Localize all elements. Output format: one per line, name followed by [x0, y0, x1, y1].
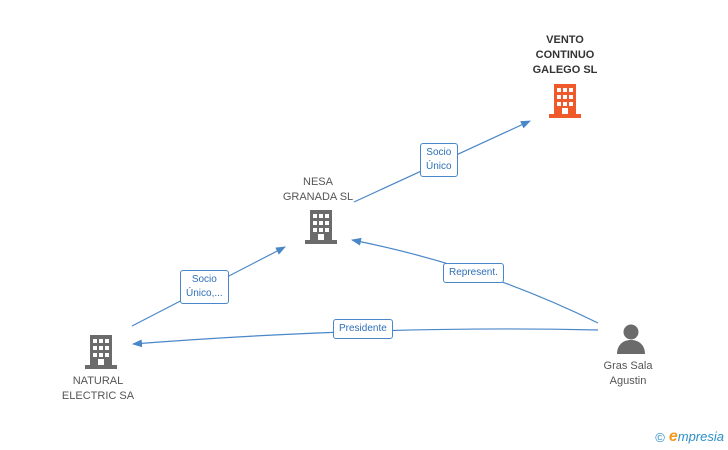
nesa-label[interactable]: NESA GRANADA SL	[282, 176, 354, 203]
gras-label[interactable]: Gras Sala Agustin	[603, 360, 653, 387]
edge-label-represent[interactable]: Represent.	[443, 263, 504, 283]
brand-name: mpresia	[677, 429, 724, 444]
copyright-symbol: ©	[655, 429, 665, 445]
building-icon[interactable]	[305, 210, 337, 244]
edge-label-presidente[interactable]: Presidente	[333, 319, 393, 339]
edge-label-socio-unico-2[interactable]: Socio Único,...	[180, 270, 229, 304]
building-icon[interactable]	[85, 335, 117, 369]
vento-label[interactable]: VENTO CONTINUO GALEGO SL	[532, 34, 598, 76]
building-icon[interactable]	[549, 84, 581, 118]
edge-label-socio-unico[interactable]: Socio Único	[420, 143, 458, 177]
brand-initial: e	[668, 428, 678, 445]
empresia-logo: © empresia	[655, 428, 724, 446]
natural-label[interactable]: NATURAL ELECTRIC SA	[61, 375, 135, 402]
person-icon[interactable]	[616, 323, 646, 355]
